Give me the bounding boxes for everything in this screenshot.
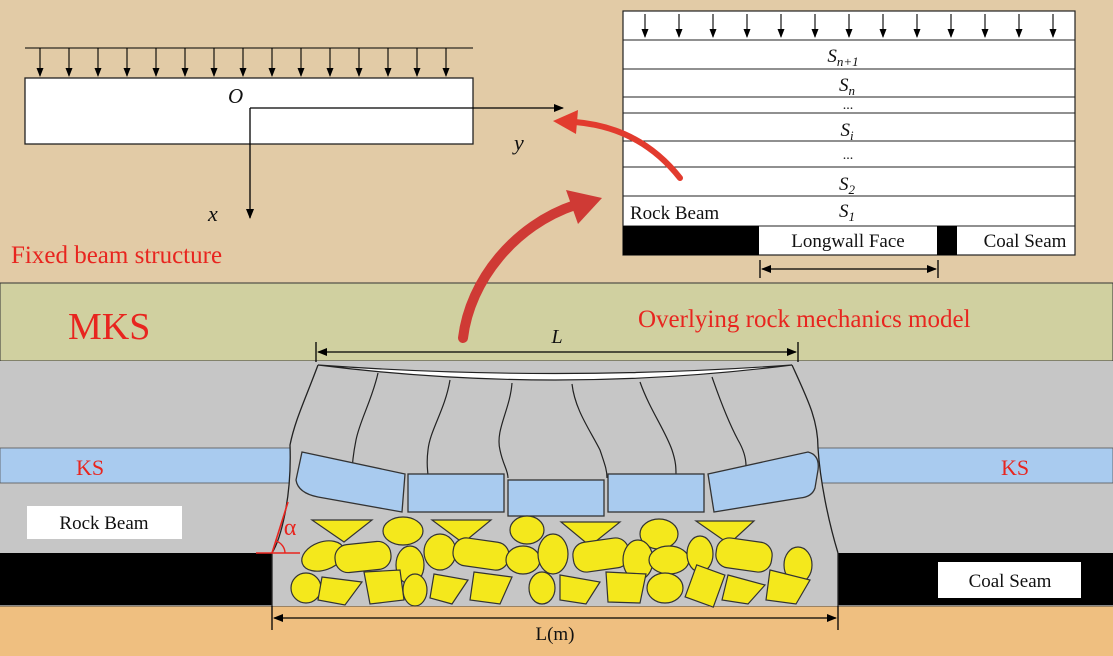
coal-seam-left (0, 553, 272, 605)
x-axis-label: x (207, 201, 218, 226)
key-stratum-blocks (295, 451, 819, 517)
caving-angle-annotation (256, 501, 300, 554)
rock-beam-label-box (27, 506, 182, 539)
red-transfer-arrows (458, 110, 683, 343)
y-axis-label: y (512, 130, 524, 155)
coal-block-left (623, 226, 759, 255)
coal-seam-label-box (938, 562, 1081, 598)
span-label: L (550, 326, 562, 348)
origin-label: O (228, 84, 243, 108)
layer-label: Sn+1 (827, 46, 858, 69)
layer-label: S2 (839, 174, 856, 197)
key-stratum-right (817, 447, 1113, 484)
layer-label: Si (840, 120, 854, 143)
strata-layer-labels: Sn+1 Sn ... Si ... S2 S1 (827, 46, 858, 224)
ks-label-right: KS (1001, 455, 1029, 480)
span-dimension: L (315, 326, 799, 362)
layer-ellipsis: ... (843, 148, 854, 163)
fixed-beam-caption: Fixed beam structure (11, 242, 222, 269)
goaf-width-label: L(m) (535, 624, 574, 645)
coal-block-right (937, 226, 957, 255)
rock-beam-label: Rock Beam (59, 513, 148, 534)
rock-beam-label-top: Rock Beam (630, 203, 719, 224)
ks-label-left: KS (76, 455, 104, 480)
distributed-load-arrows-left (25, 47, 473, 77)
strata-model: Sn+1 Sn ... Si ... S2 S1 Rock Beam Longw… (622, 10, 1076, 278)
layer-label: Sn (839, 75, 855, 98)
strata-layer-lines (623, 39, 1075, 227)
strata-model-box (622, 10, 1076, 256)
coal-seam-label: Coal Seam (969, 571, 1052, 592)
floor-layer (0, 606, 1113, 656)
beam-body (24, 77, 474, 145)
longwall-face-label: Longwall Face (791, 231, 904, 252)
mks-layer (0, 282, 1113, 362)
mks-label: MKS (68, 306, 150, 348)
layer-ellipsis: ... (843, 98, 854, 113)
model-caption: Overlying rock mechanics model (638, 306, 971, 333)
coal-seam-label-top: Coal Seam (984, 231, 1067, 252)
fixed-beam-diagram: O y x Fixed beam structure (11, 47, 564, 269)
key-stratum-left (0, 447, 296, 484)
caved-rubble (290, 515, 813, 608)
goaf-width-dimension: L(m) (271, 606, 839, 645)
bent-rock-beam (317, 364, 793, 381)
distributed-load-arrows-right (641, 14, 1057, 38)
layer-label: S1 (839, 201, 855, 224)
angle-label: α (284, 515, 297, 541)
face-span-dimension (759, 260, 939, 278)
